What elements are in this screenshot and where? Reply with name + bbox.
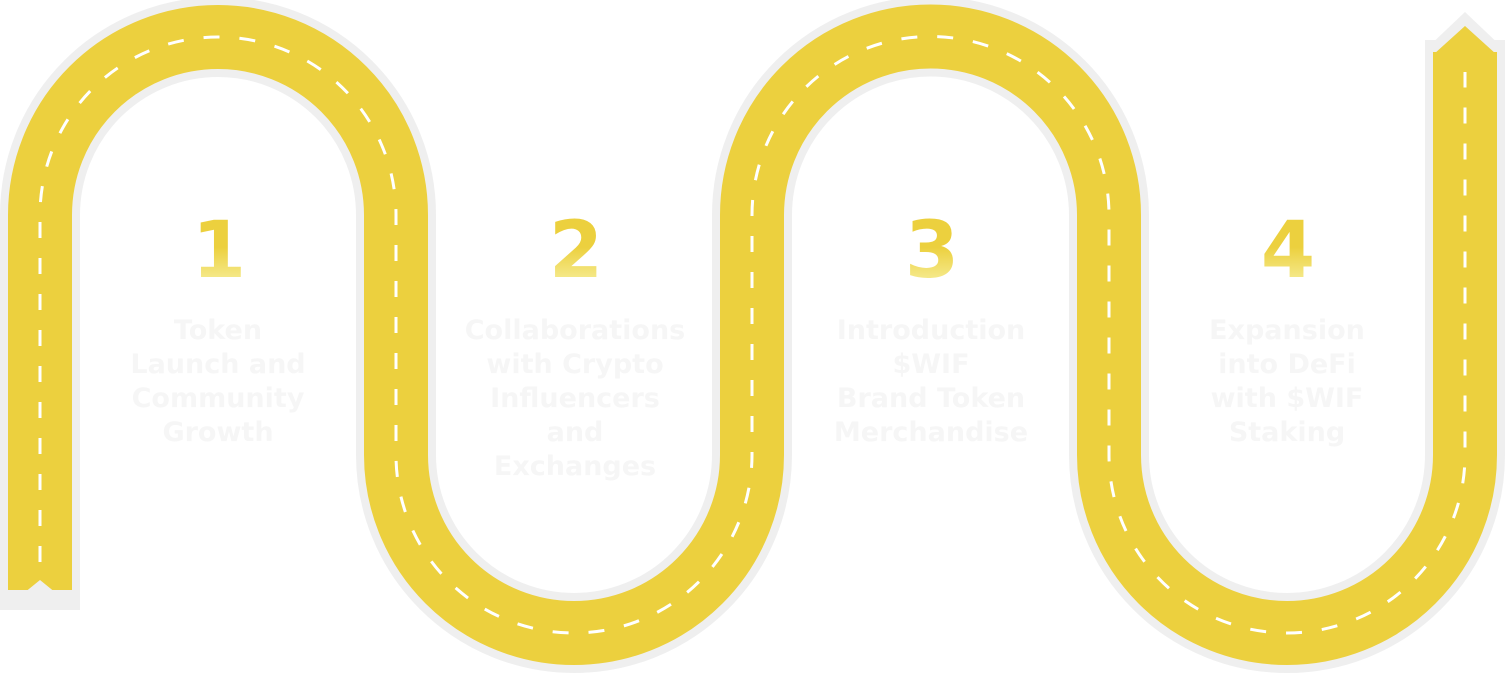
step-number: 1: [98, 212, 338, 290]
road-end-arrow: [1434, 26, 1496, 54]
step-3: 3 Introduction $WIF Brand Token Merchand…: [811, 212, 1051, 450]
step-description: Collaborations with Crypto Influencers a…: [464, 315, 686, 482]
lane-markings: [38, 35, 1467, 635]
step-2: 2 Collaborations with Crypto Influencers…: [455, 212, 695, 484]
road-start-notch: [8, 580, 72, 606]
step-number: 2: [455, 212, 695, 290]
step-number: 3: [811, 212, 1051, 290]
step-description: Token Launch and Community Growth: [130, 315, 306, 448]
step-description: Introduction $WIF Brand Token Merchandis…: [833, 315, 1029, 448]
step-4: 4 Expansion into DeFi with $WIF Staking: [1167, 212, 1407, 450]
step-number: 4: [1167, 212, 1407, 290]
step-description: Expansion into DeFi with $WIF Staking: [1209, 315, 1365, 448]
step-1: 1 Token Launch and Community Growth: [98, 212, 338, 450]
